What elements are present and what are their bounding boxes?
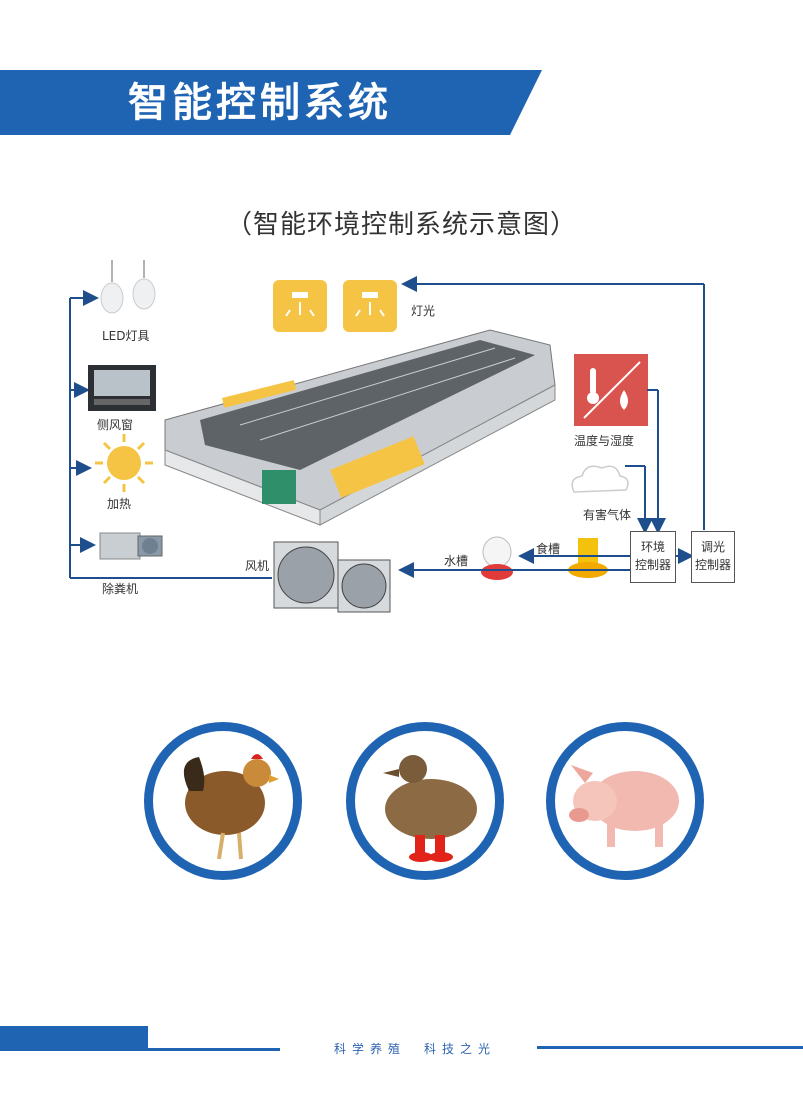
- light-boxes: [273, 280, 397, 332]
- feed-trough-icon: [568, 538, 608, 578]
- diagram-title: （智能环境控制系统示意图）: [225, 210, 577, 240]
- label-led: LED灯具: [102, 329, 150, 343]
- light-controller-line2: 控制器: [694, 558, 731, 572]
- env-controller-line2: 控制器: [634, 558, 671, 572]
- controller-connection-lines: [398, 276, 705, 578]
- temp-humidity-sensor-icon: [574, 354, 648, 426]
- light-controller-box: 调光 控制器: [691, 531, 735, 583]
- label-manure: 除粪机: [102, 582, 139, 596]
- label-feed: 食槽: [536, 542, 561, 556]
- light-controller-line1: 调光: [700, 540, 725, 554]
- footer-slogan: 科学养殖 科技之光: [333, 1042, 496, 1056]
- chicken-circle: [144, 722, 302, 880]
- manure-machine-icon: [99, 532, 163, 560]
- label-heating: 加热: [107, 497, 132, 511]
- env-controller-line1: 环境: [640, 540, 665, 554]
- pig-icon: [569, 765, 679, 847]
- env-controller-box: 环境 控制器: [630, 531, 676, 583]
- duck-icon: [383, 755, 477, 862]
- label-side-window: 侧风窗: [97, 418, 134, 432]
- label-water: 水槽: [444, 554, 469, 568]
- sun-heating-icon: [95, 434, 153, 492]
- page-title: 智能控制系统: [128, 80, 392, 126]
- chicken-icon: [183, 754, 279, 860]
- gas-cloud-icon: [571, 465, 629, 493]
- header-banner: [0, 70, 542, 135]
- duck-circle: [346, 722, 504, 880]
- pig-circle: [546, 722, 704, 880]
- label-temp-humidity: 温度与湿度: [574, 434, 635, 448]
- label-light: 灯光: [411, 304, 436, 318]
- barn-building-illustration: [164, 329, 556, 526]
- fan-icon: [273, 541, 391, 613]
- led-bulb-icon: [100, 260, 156, 314]
- left-connection-lines: [69, 290, 272, 579]
- footer-bars: [0, 1026, 803, 1051]
- label-fan: 风机: [245, 559, 270, 573]
- side-window-icon: [88, 365, 156, 411]
- control-diagram: [69, 260, 705, 613]
- water-trough-icon: [481, 536, 513, 580]
- label-harmful-gas: 有害气体: [583, 508, 632, 522]
